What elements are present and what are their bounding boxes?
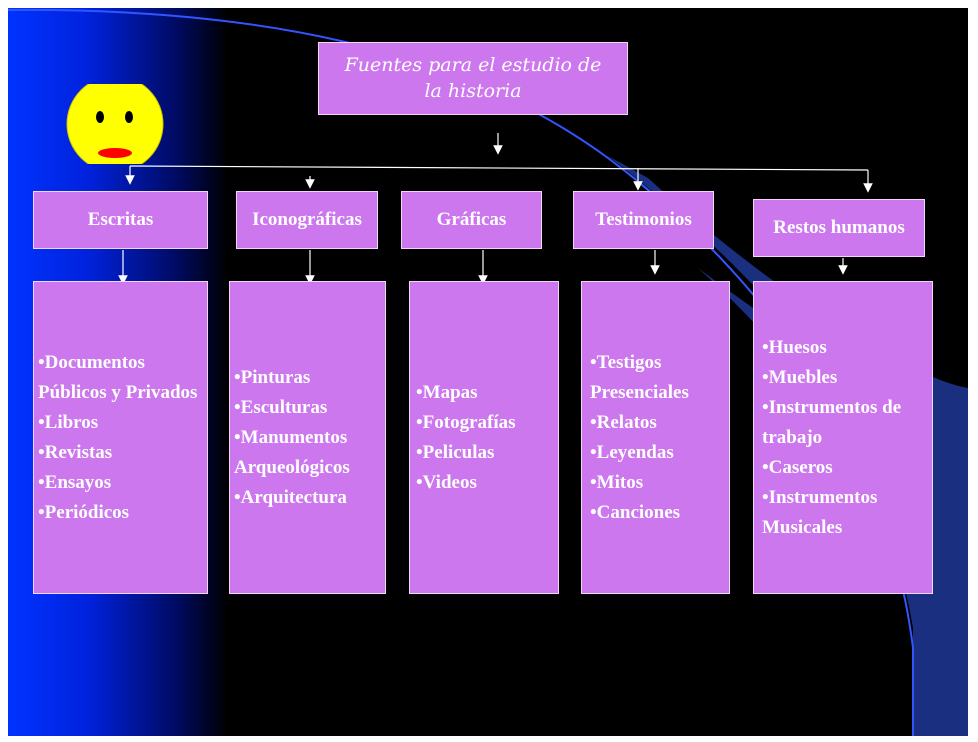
list-item: •Huesos xyxy=(762,336,827,358)
content-testimonios: •Testigos Presenciales •Relatos •Leyenda… xyxy=(581,281,730,594)
list-item: •Fotografías xyxy=(416,411,516,433)
list-item: •Mapas xyxy=(416,381,478,403)
list-item: •Videos xyxy=(416,471,477,493)
list-item: •Instrumentos Musicales xyxy=(762,486,878,538)
list-item: •Testigos Presenciales xyxy=(590,351,689,403)
list-item: •Mitos xyxy=(590,471,644,493)
list-item: •Peliculas xyxy=(416,441,495,463)
horizontal-connector xyxy=(129,165,869,171)
list-item: •Canciones xyxy=(590,501,681,523)
slide: Fuentes para el estudio de la historia E… xyxy=(8,8,968,736)
content-restos-humanos: •Huesos •Muebles •Instrumentos de trabaj… xyxy=(753,281,933,594)
list-item: •Ensayos xyxy=(38,471,112,493)
list-item: •Arquitectura xyxy=(234,486,347,508)
list-item: •Muebles xyxy=(762,366,838,388)
list-item: •Leyendas xyxy=(590,441,674,463)
content-graficas: •Mapas •Fotografías •Peliculas •Videos xyxy=(409,281,559,594)
list-item: •Caseros xyxy=(762,456,833,478)
category-iconograficas: Iconográficas xyxy=(236,191,378,249)
diagram-title: Fuentes para el estudio de la historia xyxy=(318,42,628,115)
category-restos-humanos: Restos humanos xyxy=(753,199,925,257)
connectors xyxy=(118,133,873,285)
list-item: •Periódicos xyxy=(38,501,130,523)
list-item: •Manumentos Arqueológicos xyxy=(234,426,350,478)
list-item: •Documentos Públicos y Privados xyxy=(38,351,198,403)
list-item: •Revistas xyxy=(38,441,113,463)
list-item: •Libros xyxy=(38,411,99,433)
category-graficas: Gráficas xyxy=(401,191,542,249)
content-escritas: •Documentos Públicos y Privados •Libros … xyxy=(33,281,208,594)
content-iconograficas: •Pinturas •Esculturas •Manumentos Arqueo… xyxy=(229,281,386,594)
list-item: •Instrumentos de trabajo xyxy=(762,396,902,448)
list-item: •Esculturas xyxy=(234,396,328,418)
category-escritas: Escritas xyxy=(33,191,208,249)
list-item: •Pinturas xyxy=(234,366,311,388)
smiley-face-icon xyxy=(66,84,164,164)
category-testimonios: Testimonios xyxy=(573,191,714,249)
list-item: •Relatos xyxy=(590,411,657,433)
